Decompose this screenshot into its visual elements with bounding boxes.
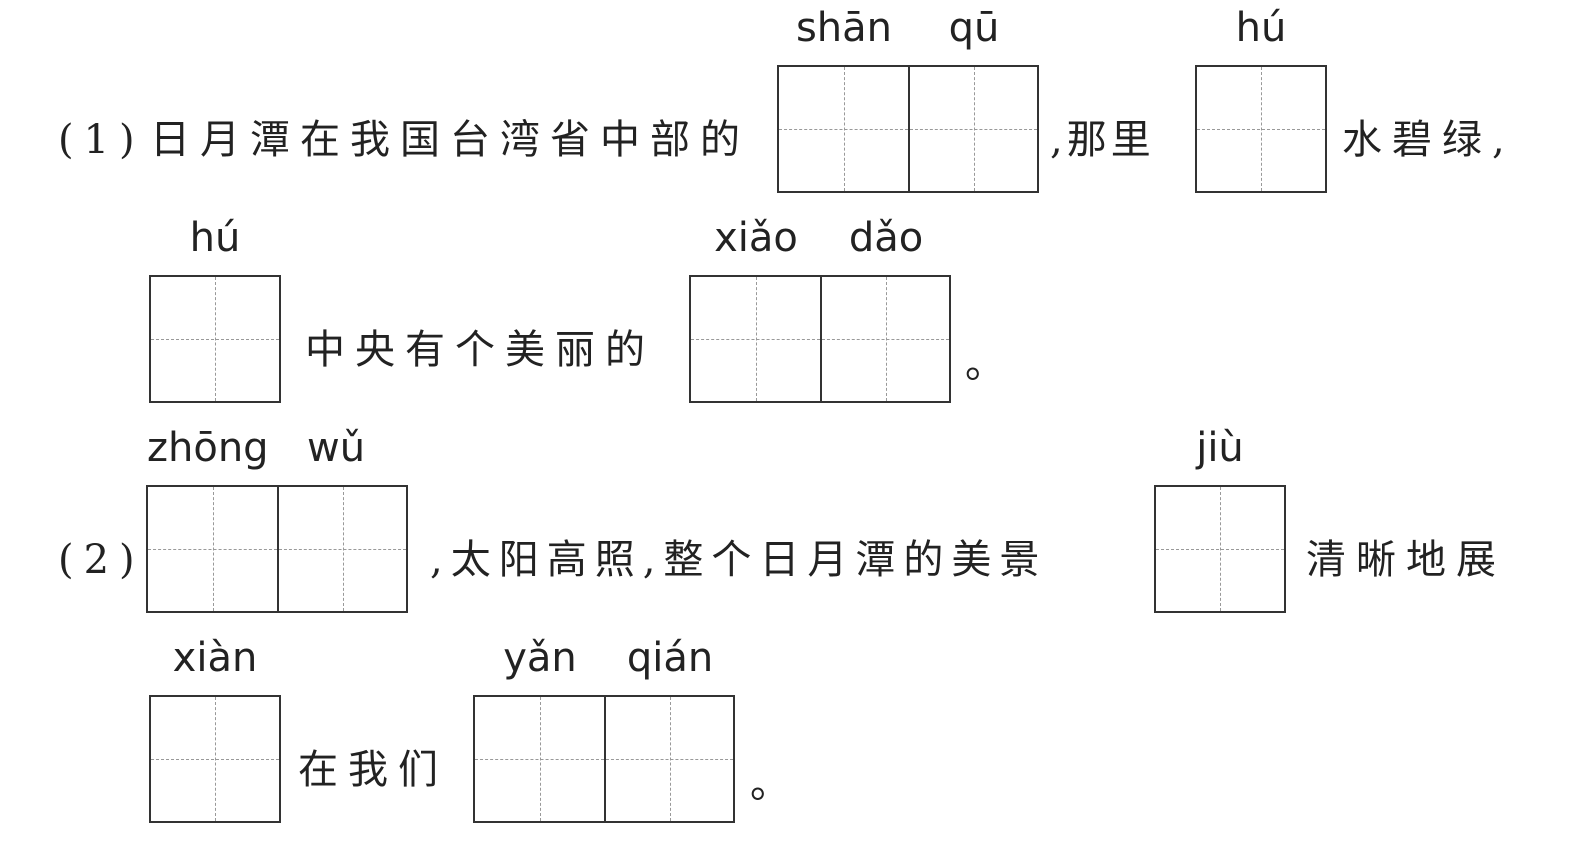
q1-text-c: 水碧绿, <box>1342 117 1515 163</box>
q2-text-c: 在我们 <box>298 747 448 793</box>
writing-cell[interactable] <box>475 697 604 821</box>
q1-text-b: ,那里 <box>1050 117 1155 163</box>
pinyin: wǔ <box>307 425 366 471</box>
q2-text-a: ,太阳高照,整个日月潭的美景 <box>430 537 1048 583</box>
writing-box-zhong-wu[interactable] <box>146 485 408 613</box>
pinyin: zhōng <box>147 425 269 471</box>
writing-cell[interactable] <box>604 697 733 821</box>
pinyin: qián <box>626 635 714 681</box>
q1-text-e: 。 <box>965 341 1015 387</box>
writing-box-hu[interactable] <box>1195 65 1327 193</box>
pinyin: xiǎo <box>714 215 798 261</box>
writing-box-shan-qu[interactable] <box>777 65 1039 193</box>
writing-cell[interactable] <box>1156 487 1284 611</box>
question-1-label: (1) <box>58 117 145 163</box>
pinyin: jiù <box>1196 425 1244 471</box>
q1-text-a: 日月潭在我国台湾省中部的 <box>150 117 750 163</box>
pinyin: hú <box>189 215 241 261</box>
writing-cell[interactable] <box>148 487 277 611</box>
writing-cell[interactable] <box>820 277 949 401</box>
writing-cell[interactable] <box>277 487 406 611</box>
writing-cell[interactable] <box>151 697 279 821</box>
q1-text-d: 中央有个美丽的 <box>305 327 655 373</box>
question-2-label: (2) <box>58 537 145 583</box>
pinyin: hú <box>1235 5 1287 51</box>
writing-cell[interactable] <box>151 277 279 401</box>
writing-cell[interactable] <box>908 67 1037 191</box>
q2-text-d: 。 <box>750 761 800 807</box>
writing-box-jiu[interactable] <box>1154 485 1286 613</box>
pinyin: shān <box>795 5 893 51</box>
q2-text-b: 清晰地展 <box>1306 537 1506 583</box>
pinyin: xiàn <box>172 635 258 681</box>
writing-box-hu-2[interactable] <box>149 275 281 403</box>
pinyin: yǎn <box>503 635 577 681</box>
writing-cell[interactable] <box>1197 67 1325 191</box>
pinyin: dǎo <box>848 215 924 261</box>
writing-cell[interactable] <box>779 67 908 191</box>
writing-cell[interactable] <box>691 277 820 401</box>
writing-box-xiao-dao[interactable] <box>689 275 951 403</box>
writing-box-yan-qian[interactable] <box>473 695 735 823</box>
pinyin: qū <box>948 5 1000 51</box>
writing-box-xian[interactable] <box>149 695 281 823</box>
